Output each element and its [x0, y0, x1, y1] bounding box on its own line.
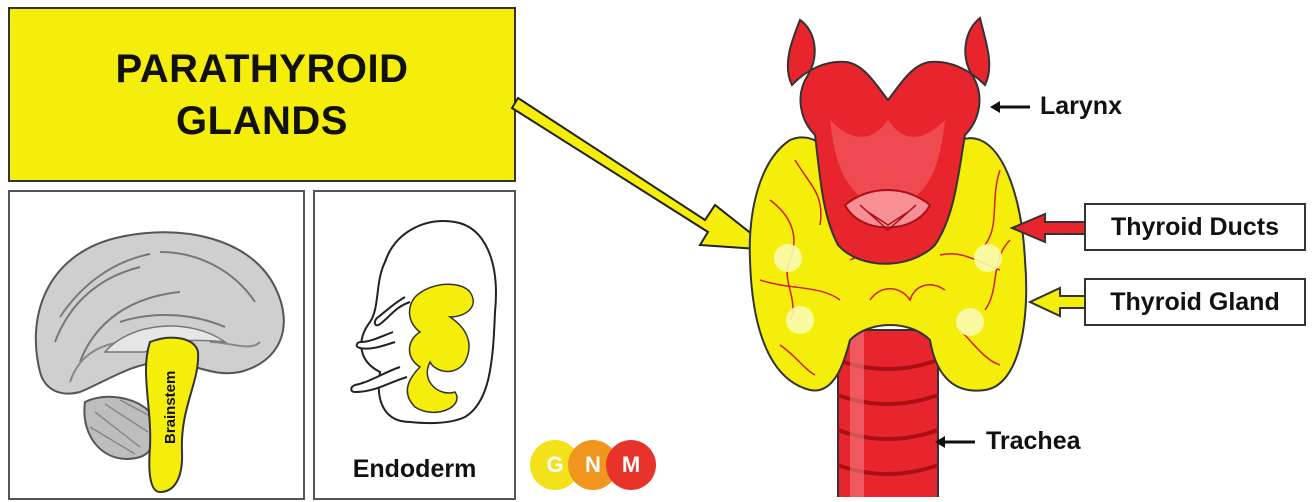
- trachea-label: Trachea: [986, 427, 1081, 456]
- trachea-arrow: [935, 436, 975, 448]
- pointer-arrow: [512, 98, 772, 250]
- thyroid-gland-label: Thyroid Gland: [1084, 278, 1306, 326]
- trachea-shape: [838, 330, 938, 497]
- thyroid-gland-arrow: [1030, 288, 1085, 316]
- thyroid-ducts-label: Thyroid Ducts: [1084, 203, 1306, 251]
- larynx-arrow: [990, 101, 1030, 113]
- larynx-label: Larynx: [1040, 92, 1122, 121]
